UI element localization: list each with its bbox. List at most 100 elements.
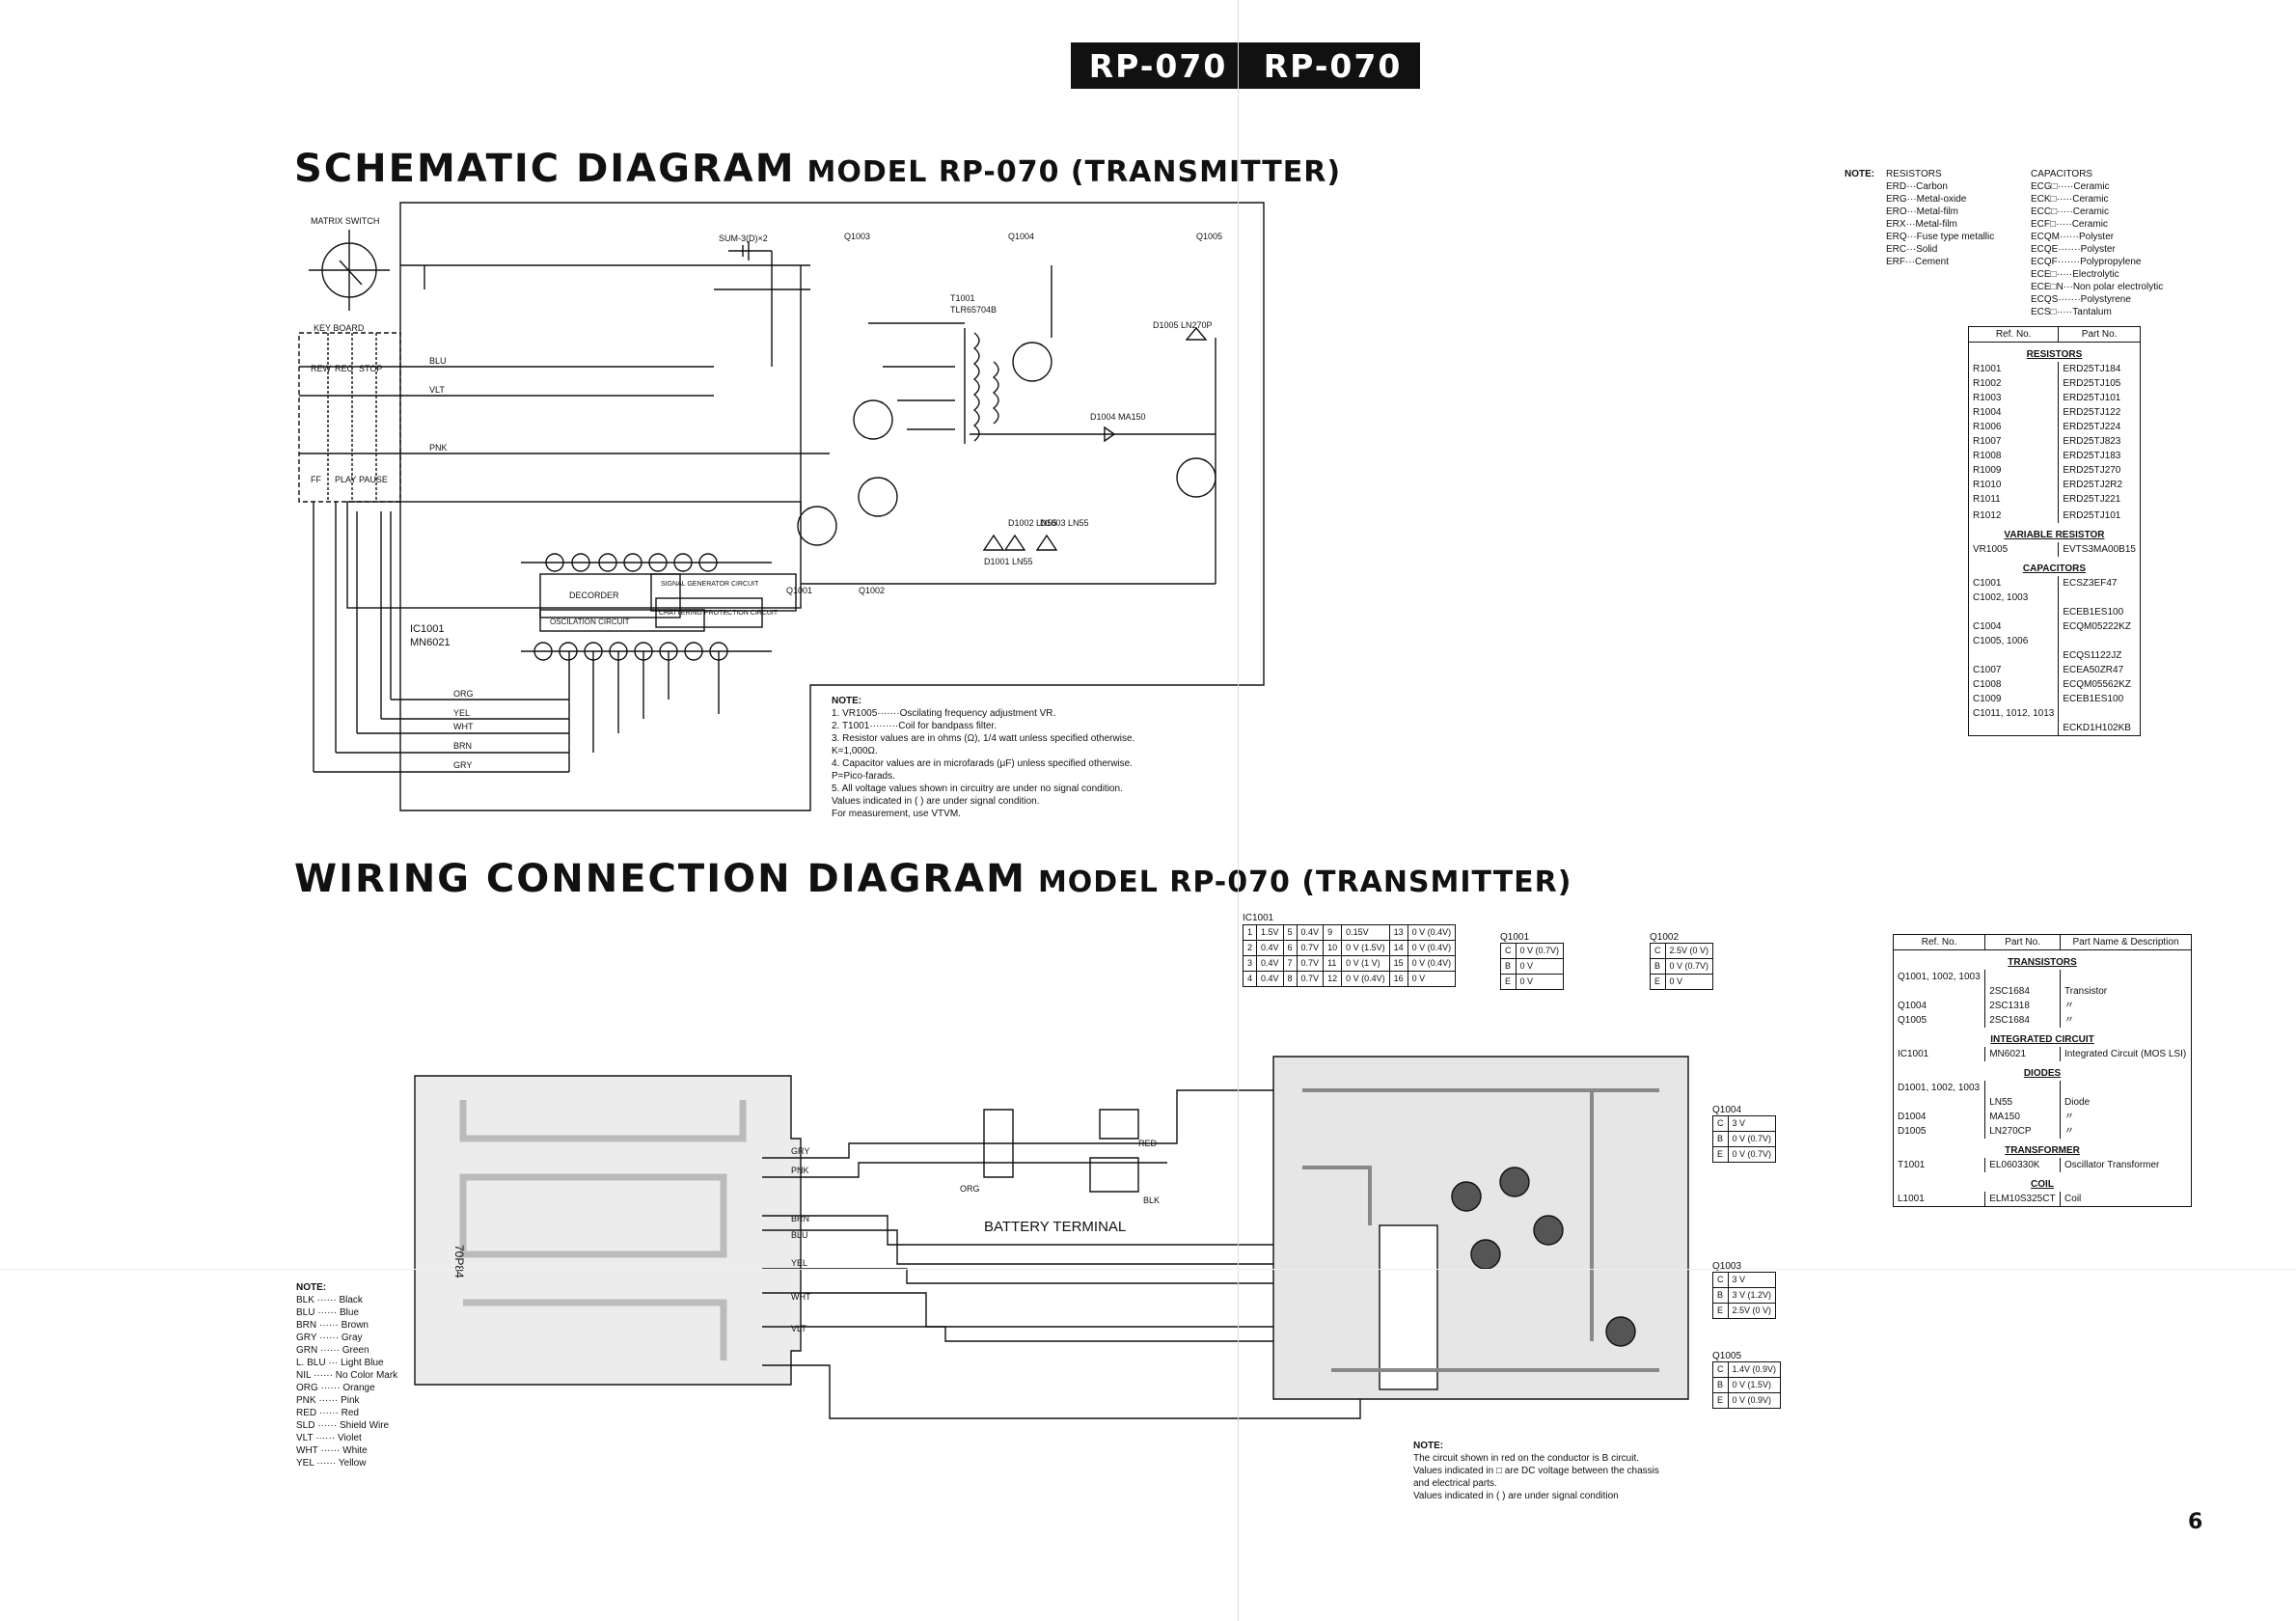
schematic-note-line: 2. T1001·········Coil for bandpass filte… [832,721,997,731]
wiring-notes: NOTE: The circuit shown in red on the co… [1413,1440,1659,1502]
schematic-note-line: K=1,000Ω. [832,746,878,756]
q-box-title: Q1001 [1500,932,1530,943]
q-box-title: Q1003 [1712,1261,1742,1272]
table-cell: 〃 [2060,1013,2192,1028]
table-cell: 1.5V [1256,924,1284,941]
color-code: ORG ······ Orange [296,1383,375,1393]
table-cell [2058,634,2141,648]
pcb-mark: 70P84 [452,1245,466,1278]
table-section-title: COIL [2031,1179,2054,1190]
ic-part: MN6021 [410,637,451,648]
resistor-types: RESISTORS ERD···Carbon ERG···Metal-oxide… [1886,168,1994,268]
table-cell: ELM10S325CT [1984,1192,2061,1207]
table-cell: R1006 [1973,422,2002,432]
main-pcb [1272,1056,1689,1400]
wire-blu: BLU [429,356,447,366]
table-cell: E [1650,974,1665,990]
table-cell: ERD25TJ224 [2058,420,2141,434]
wire-label-blu: BLU [791,1230,808,1240]
table-cell: R1001 [1973,364,2002,374]
table-cell: 〃 [2060,1110,2192,1124]
table-cell: C [1712,1361,1728,1378]
table-cell: LN270CP [1984,1124,2061,1139]
table-cell: C1011, 1012, 1013 [1973,708,2055,719]
table-header-cell: Part No. [1984,934,2061,950]
table-cell [1984,970,2061,984]
table-cell [2058,591,2141,605]
table-cell [2060,970,2192,984]
fold-line-h [0,1269,2296,1270]
table-section-row: RESISTORS [1969,343,2141,363]
wiring-note-line: and electrical parts. [1413,1478,1497,1489]
table-cell: C [1650,943,1665,959]
color-code: WHT ······ White [296,1445,368,1456]
table-cell: D1005 [1898,1126,1927,1137]
type-note: NOTE: [1845,168,1874,180]
table-cell: C1004 [1973,621,2002,632]
capacitor-type: ECQM······Polyster [2031,232,2115,242]
color-code: VLT ······ Violet [296,1433,362,1443]
table-cell: E [1712,1392,1728,1409]
table-cell: ERD25TJ122 [2058,405,2141,420]
table-cell: C [1712,1115,1728,1132]
table-cell: 4 [1243,971,1258,987]
table-cell: ECQS1122JZ [2058,648,2141,663]
table-cell: LN55 [1984,1095,2061,1110]
capacitor-type: ECK□·····Ceramic [2031,194,2109,205]
fold-line [1238,0,1239,1621]
wire-brn: BRN [453,741,472,751]
ic-name: IC1001 [410,623,444,635]
table-cell: MN6021 [1984,1047,2061,1061]
color-code: SLD ······ Shield Wire [296,1420,390,1431]
q1003-symbol [853,399,893,440]
table-cell: R1009 [1973,465,2002,476]
table-cell: MA150 [1984,1110,2061,1124]
table-cell: Integrated Circuit (MOS LSI) [2060,1047,2192,1061]
table-cell: C1002, 1003 [1973,592,2029,603]
table-row: C1002, 1003 [1969,591,2141,605]
table-cell: 0.4V [1256,955,1284,972]
table-section-title: VARIABLE RESISTOR [2004,530,2105,540]
decorder-label: DECORDER [569,591,619,600]
color-code: L. BLU ··· Light Blue [296,1358,384,1368]
ic-dip [1379,1224,1438,1390]
table-row: D1001, 1002, 1003 [1894,1081,2192,1095]
table-row: Q1001, 1002, 1003 [1894,970,2192,984]
table-section-title: INTEGRATED CIRCUIT [1990,1034,2094,1045]
signal-gen-block [650,573,797,612]
schematic-frame [399,202,1265,811]
table-cell: 0.15V [1341,924,1390,941]
table-cell: 0.4V [1256,940,1284,956]
table-section-title: CAPACITORS [2022,563,2087,574]
table-cell: 2SC1684 [1984,1013,2061,1028]
table-cell: 16 [1388,971,1408,987]
table-cell: C [1500,943,1516,959]
table-cell: Q1004 [1898,1001,1927,1011]
schematic-note-line: 5. All voltage values shown in circuitry… [832,783,1123,794]
wire-gry: GRY [453,760,472,770]
table-cell: 0 V (0.7V) [1664,958,1713,975]
table-cell: 2.5V (0 V) [1664,943,1713,959]
wire-vlt: VLT [429,385,445,395]
table-cell: ERD25TJ101 [2058,391,2141,405]
table-cell: Transistor [2060,984,2192,999]
table-cell: B [1712,1377,1728,1393]
wiring-note-line: Values indicated in ( ) are under signal… [1413,1491,1619,1501]
